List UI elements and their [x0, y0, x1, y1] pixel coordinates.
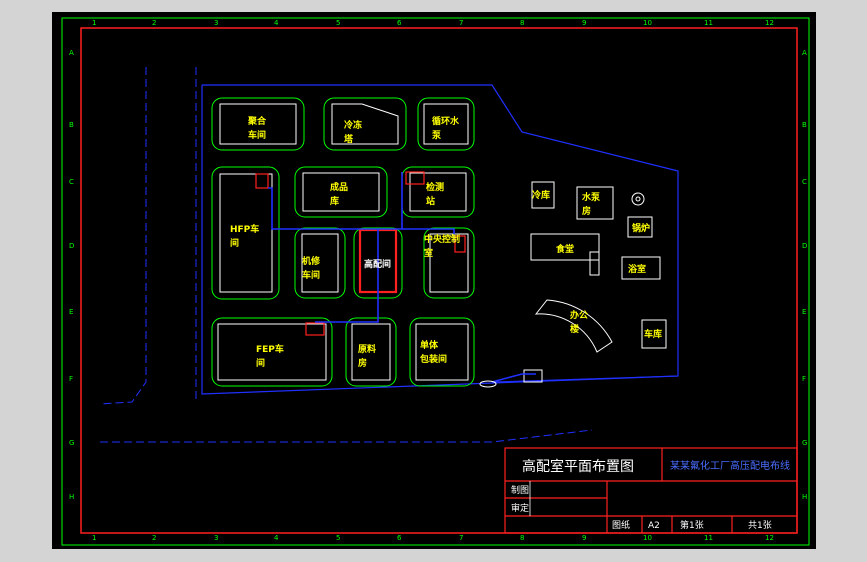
- grid-col-label-6-bottom: 6: [397, 534, 402, 542]
- grid-col-label-3-top: 3: [214, 19, 218, 27]
- grid-col-label-1-bottom: 1: [92, 534, 96, 542]
- building-label-water-pump-house: 水泵房: [582, 191, 601, 217]
- sheet-page: 第1张: [680, 519, 704, 531]
- grid-row-label-G-right: G: [802, 439, 807, 447]
- grid-col-label-11-bottom: 11: [704, 534, 713, 542]
- grid-col-label-12-bottom: 12: [765, 534, 774, 542]
- building-label-high-voltage-room: 高配间: [364, 258, 391, 270]
- title-block: [504, 447, 798, 534]
- sheet-value: A2: [648, 521, 660, 531]
- grid-col-label-1-top: 1: [92, 19, 96, 27]
- road-bottom-dashed: [100, 429, 593, 443]
- grid-col-label-11-top: 11: [704, 19, 713, 27]
- building-label-canteen: 食堂: [555, 243, 574, 255]
- grid-row-label-D-left: D: [69, 242, 74, 250]
- grid-col-label-8-bottom: 8: [520, 534, 524, 542]
- grid-row-label-B-left: B: [69, 121, 74, 129]
- distribution-boxes: [255, 171, 466, 336]
- grid-col-label-9-bottom: 9: [582, 534, 586, 542]
- building-label-circulating-water-pump: 循环水泵: [432, 115, 460, 141]
- grid-col-label-2-top: 2: [152, 19, 156, 27]
- grid-row-label-C-right: C: [802, 178, 807, 186]
- grid-row-label-D-right: D: [802, 242, 807, 250]
- road-left-dashed: [99, 67, 147, 405]
- grid-col-label-9-top: 9: [582, 19, 586, 27]
- building-label-cooling-tower: 冷冻塔: [344, 119, 362, 145]
- grid-col-label-7-bottom: 7: [459, 534, 463, 542]
- grid-row-label-C-left: C: [69, 178, 74, 186]
- building-label-monomer-packaging: 单体包装间: [419, 339, 447, 365]
- grid-col-label-5-bottom: 5: [336, 534, 340, 542]
- grid-col-label-10-top: 10: [643, 19, 652, 27]
- pipe-end: [479, 380, 497, 388]
- grid-row-label-A-left: A: [69, 49, 74, 57]
- grid-col-label-10-bottom: 10: [643, 534, 652, 542]
- grid-col-label-3-bottom: 3: [214, 534, 218, 542]
- site-boundary: [201, 84, 679, 395]
- grid-col-label-4-bottom: 4: [274, 534, 279, 542]
- grid-col-label-8-top: 8: [520, 19, 524, 27]
- checked-by-label: 审定: [511, 502, 529, 514]
- building-label-cold-storage: 冷库: [532, 189, 550, 201]
- building-label-maintenance-workshop: 机修车间: [302, 255, 321, 281]
- room-outlines: [217, 103, 667, 383]
- building-label-bathroom: 浴室: [628, 263, 646, 275]
- grid-col-label-7-top: 7: [459, 19, 463, 27]
- grid-row-label-E-right: E: [802, 308, 806, 316]
- building-label-finished-warehouse: 成品库: [330, 181, 348, 207]
- sheet-total: 共1张: [748, 520, 772, 531]
- grid-col-label-2-bottom: 2: [152, 534, 156, 542]
- grid-row-label-E-left: E: [69, 308, 73, 316]
- cable-routes: [268, 172, 536, 383]
- building-label-garage: 车库: [644, 328, 662, 340]
- building-label-boiler: 锅炉: [631, 222, 650, 234]
- grid-row-label-H-right: H: [802, 493, 807, 501]
- building-label-raw-material-warehouse: 原料房: [358, 343, 376, 369]
- grid-row-label-A-right: A: [802, 49, 807, 57]
- grid-col-label-12-top: 12: [765, 19, 774, 27]
- drawn-by-label: 制图: [511, 484, 529, 496]
- grid-col-label-6-top: 6: [397, 19, 402, 27]
- grid-col-label-4-top: 4: [274, 19, 279, 27]
- building-label-office-building: 办公楼: [570, 309, 588, 335]
- building-label-detection-station: 检测站: [426, 181, 444, 207]
- grid-row-label-B-right: B: [802, 121, 807, 129]
- grid-row-label-H-left: H: [69, 493, 74, 501]
- building-label-hfp-workshop: HFP车间: [230, 223, 259, 249]
- drawing-title: 高配室平面布置图: [522, 458, 634, 475]
- inner-frame: [80, 27, 798, 534]
- grid-row-label-F-right: F: [802, 375, 806, 383]
- building-label-central-control: 中央控制室: [424, 233, 460, 259]
- road-bottom-solid: [491, 375, 679, 383]
- grid-row-label-G-left: G: [69, 439, 74, 447]
- grid-row-label-F-left: F: [69, 375, 73, 383]
- outer-frame: [61, 17, 810, 546]
- project-name: 某某氟化工厂高压配电布线: [670, 459, 790, 472]
- sheet-label: 图纸: [612, 519, 630, 531]
- grid-col-label-5-top: 5: [336, 19, 340, 27]
- building-label-fep-workshop: FEP车间: [256, 343, 284, 369]
- building-label-polymer-workshop: 聚合车间: [247, 115, 267, 141]
